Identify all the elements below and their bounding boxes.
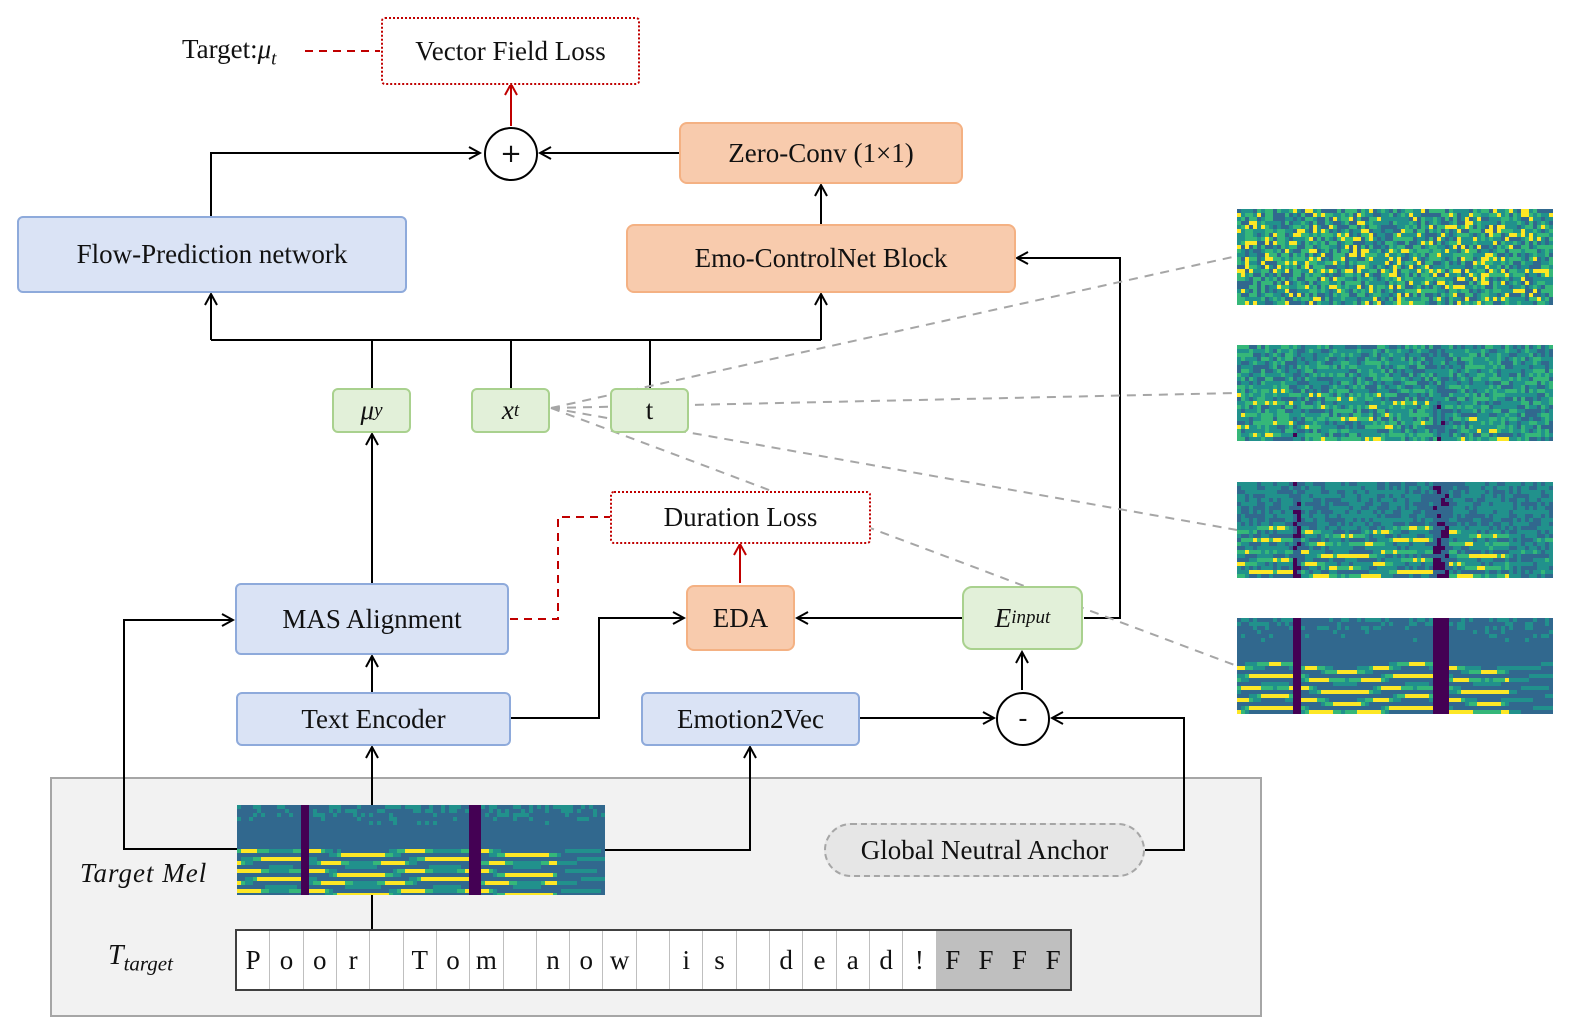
token-cell: ! <box>903 931 937 989</box>
target-mu-label: Target:μt <box>182 34 276 70</box>
mas-alignment-label: MAS Alignment <box>282 603 462 634</box>
emo-controlnet-label: Emo-ControlNet Block <box>694 243 948 273</box>
token-cell: o <box>437 931 471 989</box>
vector-field-loss-label: Vector Field Loss <box>415 35 606 66</box>
t-target-symbol: T <box>108 940 124 971</box>
textenc-to-eda-edge <box>511 618 684 719</box>
token-cell: w <box>603 931 637 989</box>
mu-y-symbol: μ <box>360 395 375 425</box>
x-t-subscript: t <box>513 399 520 421</box>
token-cell <box>504 931 537 989</box>
token-cell: r <box>337 931 371 989</box>
t-target-subscript: target <box>123 951 173 976</box>
token-cell: s <box>703 931 737 989</box>
token-cell: m <box>470 931 504 989</box>
target-mel-spectrogram <box>237 805 605 895</box>
vector-field-loss-box: Vector Field Loss <box>381 17 640 85</box>
emo-controlnet-box: Emo-ControlNet Block <box>626 224 1016 293</box>
token-cell: F <box>1036 931 1070 989</box>
x-t-symbol: x <box>501 395 514 425</box>
global-neutral-anchor-box: Global Neutral Anchor <box>824 823 1145 877</box>
token-cell: F <box>936 931 970 989</box>
target-mel-label: Target Mel <box>80 858 208 888</box>
token-cell: o <box>270 931 304 989</box>
mas-alignment-box: MAS Alignment <box>235 583 509 655</box>
flow-to-plus-edge <box>210 153 480 216</box>
spectrogram-noise <box>1237 209 1553 305</box>
token-cell: o <box>570 931 604 989</box>
e-input-subscript: input <box>1011 607 1051 628</box>
mel-to-emotion2vec-edge <box>605 747 750 851</box>
zero-conv-label: Zero-Conv (1×1) <box>728 137 914 168</box>
global-neutral-anchor-label: Global Neutral Anchor <box>860 834 1109 865</box>
t-target-label: Ttarget <box>108 940 173 977</box>
spectrogram-less-noisy <box>1237 482 1553 578</box>
target-prefix: Target: <box>182 34 258 64</box>
duration-loss-box: Duration Loss <box>610 491 871 544</box>
plus-circle: + <box>484 127 538 181</box>
mu-t-subscript: t <box>271 48 277 70</box>
token-cell: n <box>537 931 571 989</box>
anchor-to-minus-edge <box>1052 718 1185 851</box>
token-cell: T <box>404 931 437 989</box>
spectrogram-clean <box>1237 618 1553 714</box>
minus-symbol: - <box>1018 704 1028 734</box>
token-cell: a <box>837 931 870 989</box>
emotion2vec-box: Emotion2Vec <box>641 692 860 746</box>
token-cell: F <box>1003 931 1037 989</box>
eda-label: EDA <box>712 602 769 633</box>
mu-y-subscript: y <box>374 399 383 421</box>
token-cell: P <box>237 931 271 989</box>
flow-prediction-box: Flow-Prediction network <box>17 216 407 293</box>
t-node: t <box>610 388 689 433</box>
token-cell: i <box>670 931 704 989</box>
eda-box: EDA <box>686 585 795 651</box>
xt-spec-link-1 <box>550 255 1238 409</box>
text-encoder-label: Text Encoder <box>301 703 446 734</box>
emotion2vec-label: Emotion2Vec <box>677 703 824 734</box>
duration-loss-label: Duration Loss <box>663 502 818 532</box>
text-encoder-box: Text Encoder <box>236 692 511 746</box>
minus-circle: - <box>996 692 1050 746</box>
flow-prediction-label: Flow-Prediction network <box>76 239 348 269</box>
token-cell <box>737 931 770 989</box>
zero-conv-box: Zero-Conv (1×1) <box>679 122 963 184</box>
mas-to-durloss-edge <box>510 516 610 620</box>
token-cell: d <box>770 931 804 989</box>
token-cell: e <box>803 931 837 989</box>
t-label: t <box>645 395 654 425</box>
token-cell <box>637 931 671 989</box>
token-cell: F <box>969 931 1004 989</box>
mel-to-mas-edge <box>123 620 237 850</box>
e-input-symbol: E <box>994 602 1012 633</box>
token-cell: o <box>304 931 337 989</box>
xt-spec-link-4 <box>550 407 1238 667</box>
token-cell <box>370 931 404 989</box>
spectrogram-noisy-mid <box>1237 345 1553 441</box>
token-cell: d <box>870 931 904 989</box>
mu-t-symbol: μ <box>257 34 272 64</box>
plus-symbol: + <box>500 139 522 169</box>
einput-to-emo-edge <box>1017 258 1121 619</box>
